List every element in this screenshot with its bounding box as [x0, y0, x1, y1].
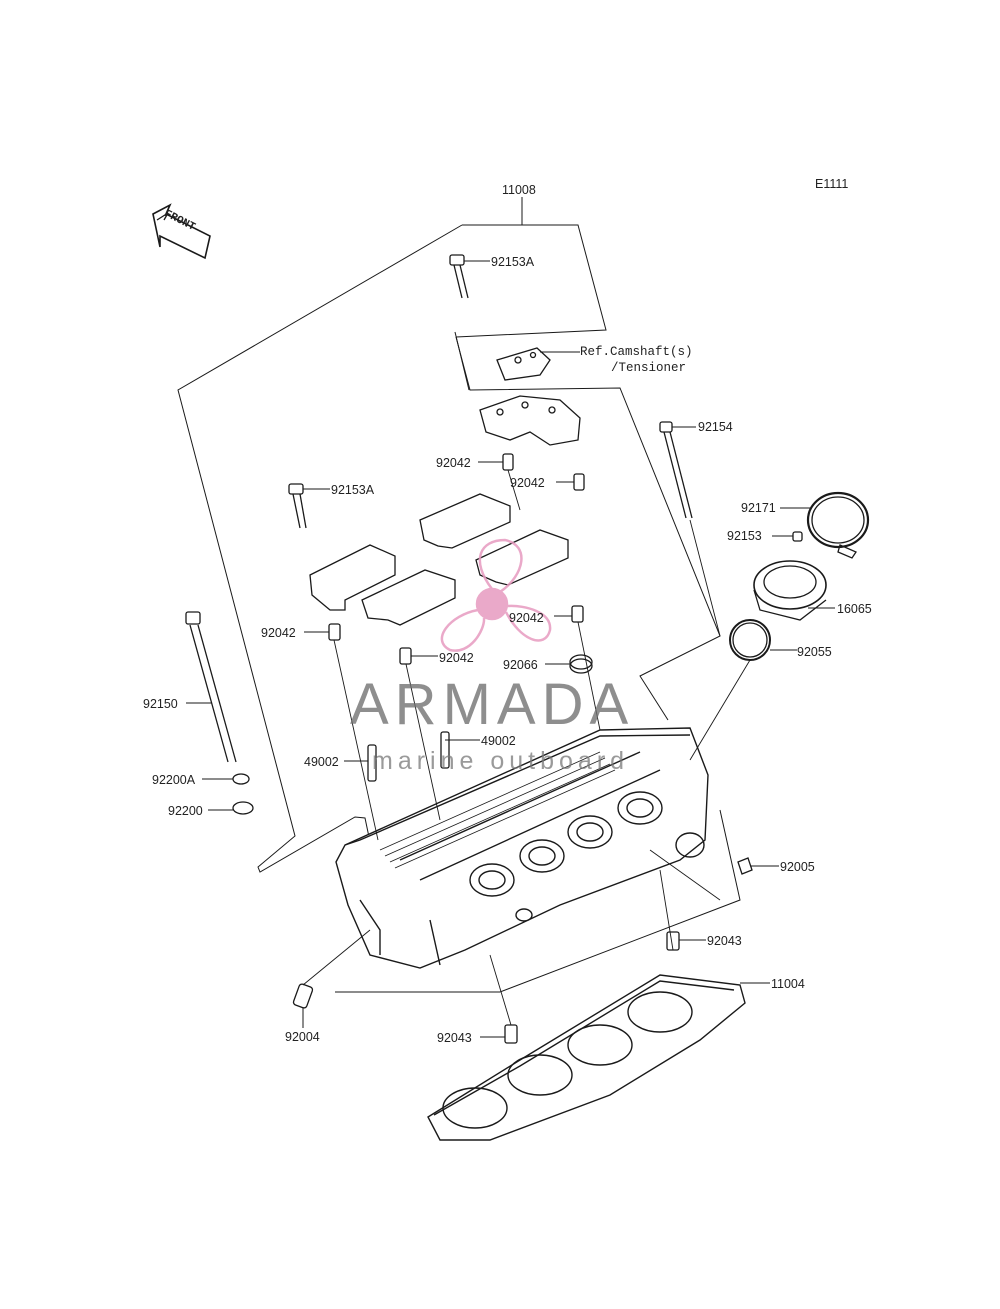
callout-92004[interactable]: 92004 — [285, 1030, 320, 1044]
washer-92200 — [232, 801, 254, 815]
callout-92153A-mid[interactable]: 92153A — [331, 483, 375, 497]
callout-92150[interactable]: 92150 — [143, 697, 178, 711]
callout-92005[interactable]: 92005 — [780, 860, 815, 874]
callout-92171[interactable]: 92171 — [741, 501, 776, 515]
outlet-16065 — [753, 560, 827, 621]
washer-92200A — [232, 773, 250, 785]
callout-92055[interactable]: 92055 — [797, 645, 832, 659]
stud-92004 — [292, 983, 314, 1009]
diagram-code: E1111 — [815, 177, 849, 191]
callout-92042-c[interactable]: 92042 — [261, 626, 296, 640]
callout-92043-bottom[interactable]: 92043 — [437, 1031, 472, 1045]
bolt-92150 — [185, 611, 237, 763]
cam-holder-top — [479, 347, 581, 446]
bolt-92154 — [659, 421, 693, 519]
callout-92066[interactable]: 92066 — [503, 658, 538, 672]
callout-92153[interactable]: 92153 — [727, 529, 762, 543]
callout-92042-d[interactable]: 92042 — [439, 651, 474, 665]
watermark-tagline: marine outboard — [372, 747, 630, 775]
cam-caps — [309, 493, 569, 626]
callout-92042-b[interactable]: 92042 — [510, 476, 545, 490]
callout-92153A-top[interactable]: 92153A — [491, 255, 535, 269]
plug-92066 — [569, 654, 593, 674]
callout-92154[interactable]: 92154 — [698, 420, 733, 434]
callout-92200[interactable]: 92200 — [168, 804, 203, 818]
callout-92042-a[interactable]: 92042 — [436, 456, 471, 470]
ref-tensioner-label: /Tensioner — [611, 361, 687, 375]
valve-49002 — [367, 731, 450, 782]
callout-11008[interactable]: 11008 — [502, 183, 536, 197]
assembly-bracket-11008 — [177, 197, 741, 993]
screw-92153 — [792, 531, 803, 542]
bolt-92153A-mid — [288, 483, 307, 529]
callout-92042-e[interactable]: 92042 — [509, 611, 544, 625]
guide-lines — [302, 469, 751, 1026]
callout-92043-right[interactable]: 92043 — [707, 934, 742, 948]
cylinder-head — [335, 727, 709, 969]
callout-11004[interactable]: 11004 — [771, 977, 805, 991]
watermark-brand: ARMADA — [350, 672, 635, 737]
oring-92055 — [729, 619, 771, 661]
callout-49002-left[interactable]: 49002 — [304, 755, 339, 769]
gasket-11004 — [427, 974, 746, 1141]
clamp-92171 — [806, 491, 870, 559]
ref-camshaft-label: Ref.Camshaft(s) — [580, 345, 693, 359]
bolt-92153A-top — [449, 254, 469, 299]
callout-92200A[interactable]: 92200A — [152, 773, 196, 787]
callout-16065[interactable]: 16065 — [837, 602, 872, 616]
front-arrow-icon — [152, 203, 211, 260]
watermark-logo — [440, 538, 552, 652]
callout-49002-right[interactable]: 49002 — [481, 734, 516, 748]
leader-lines — [186, 260, 835, 1038]
sensor-92005 — [737, 857, 753, 875]
